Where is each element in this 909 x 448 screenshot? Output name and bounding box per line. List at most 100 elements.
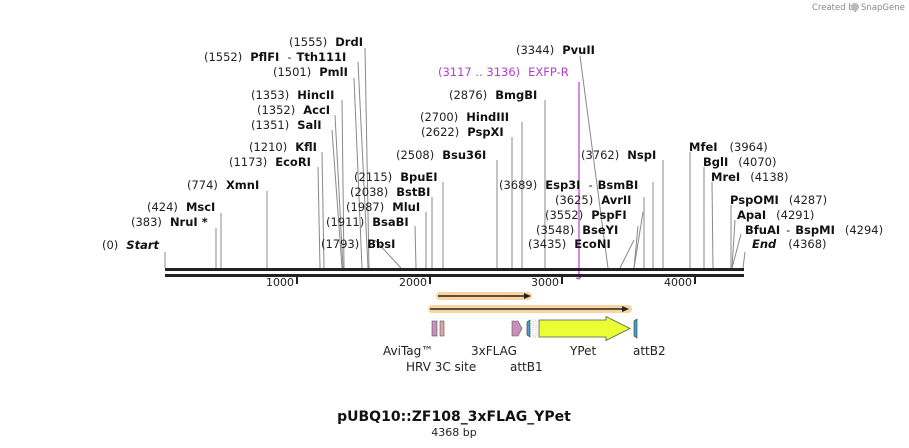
site-line-sali	[331, 129, 343, 269]
site-label-hincii[interactable]: (1353)HincII	[251, 88, 334, 102]
site-name: NruI *	[170, 215, 208, 229]
site-label-esp3i[interactable]: (3689)Esp3I-BsmBI	[499, 178, 638, 192]
site-line-drdi	[364, 47, 370, 269]
feature-attb2[interactable]	[633, 318, 638, 339]
site-position: (3625)	[555, 193, 593, 207]
site-name: XmnI	[226, 178, 259, 192]
site-label-bseyi[interactable]: (3548)BseYI	[536, 223, 618, 237]
site-label-apai[interactable]: ApaI(4291)	[737, 208, 814, 222]
site-line-hincii	[341, 99, 345, 269]
site-label-ecori[interactable]: (1173)EcoRI	[229, 155, 311, 169]
feature-label-ypet: YPet	[569, 344, 597, 358]
site-position: (3689)	[499, 178, 537, 192]
site-label-drdi[interactable]: (1555)DrdI	[289, 35, 363, 49]
site-label-mrei[interactable]: MreI(4138)	[711, 170, 788, 184]
site-separator: -	[588, 178, 592, 192]
site-name: SalI	[297, 118, 321, 132]
site-label-msci[interactable]: (424)MscI	[147, 200, 215, 214]
orf-long[interactable]	[428, 305, 632, 313]
site-position: (3344)	[516, 43, 554, 57]
site-position: (4138)	[750, 170, 788, 184]
site-label-nrui[interactable]: (383) NruI *	[131, 215, 208, 229]
site-name-2: Tth111I	[297, 50, 347, 64]
site-label-hindiii[interactable]: (2700)HindIII	[420, 110, 509, 124]
feature-spacer	[532, 319, 537, 338]
site-label-bmgbi[interactable]: (2876)BmgBI	[449, 88, 537, 102]
site-name: Start	[126, 238, 159, 252]
feature-attb1[interactable]	[526, 319, 531, 338]
site-line-mrei	[711, 181, 714, 269]
feature-avitag[interactable]	[431, 320, 438, 337]
feature-label-avitag: AviTag™	[383, 344, 433, 358]
site-line-pflfi	[357, 61, 369, 269]
site-name: AccI	[303, 103, 330, 117]
site-position: (383)	[131, 215, 162, 229]
site-label-kfli[interactable]: (1210)KflI	[249, 140, 317, 154]
snapgene-brand-text: SnapGene	[861, 3, 905, 13]
site-line-ecori	[317, 166, 321, 269]
site-position: (4287)	[789, 193, 827, 207]
site-line-end	[742, 251, 746, 269]
site-name: BglI	[703, 155, 728, 169]
site-label-pspxi[interactable]: (2622) PspXI	[421, 125, 504, 139]
created-by-text: Created by	[812, 3, 859, 13]
site-name: ApaI	[737, 208, 766, 222]
site-position: (1793)	[321, 237, 359, 251]
site-label-pflfi[interactable]: (1552)PflFI-Tth111I	[204, 50, 346, 64]
site-name: PflFI	[250, 50, 279, 64]
site-name: BpuEI	[400, 170, 437, 184]
site-name: BstBI	[396, 185, 430, 199]
site-position: (1352)	[257, 103, 295, 117]
site-label-acci[interactable]: (1352) AccI	[257, 103, 330, 117]
site-position: (4070)	[738, 155, 776, 169]
site-label-start[interactable]: (0) Start	[102, 238, 160, 252]
site-label-pvuii[interactable]: (3344) PvuII	[516, 43, 595, 57]
site-separator: -	[786, 223, 790, 237]
site-label-bpuei[interactable]: (2115)BpuEI	[354, 170, 438, 184]
feature-ypet[interactable]	[538, 315, 631, 342]
site-label-bstbi[interactable]: (2038)BstBI	[350, 185, 430, 199]
site-name: EcoRI	[275, 155, 311, 169]
site-name: BsaBI	[372, 215, 408, 229]
ruler: 1000 2000 3000 4000	[266, 276, 696, 289]
site-label-bfuai[interactable]: BfuAI-BspMI(4294)	[745, 223, 883, 237]
site-label-end[interactable]: End(4368)	[752, 237, 827, 251]
site-label-mlui[interactable]: (1987)MluI	[346, 200, 420, 214]
primer-label-exfp-r[interactable]: (3117 .. 3136)EXFP-R	[438, 65, 569, 79]
site-name: PspXI	[467, 125, 503, 139]
site-label-bgli[interactable]: BglI (4070)	[703, 155, 776, 169]
site-label-sali[interactable]: (1351)SalI	[251, 118, 322, 132]
site-line-bfuai	[731, 233, 742, 269]
site-position: (774)	[187, 178, 218, 192]
site-label-bsu36i[interactable]: (2508)Bsu36I	[396, 148, 486, 162]
site-position: (3435)	[528, 237, 566, 251]
site-label-pspomi[interactable]: PspOMI(4287)	[730, 193, 827, 207]
site-position: (2622)	[421, 125, 459, 139]
site-name: AvrII	[601, 193, 631, 207]
site-name: BmgBI	[495, 88, 537, 102]
tick-label: 1000	[266, 276, 294, 289]
site-label-xmni[interactable]: (774) XmnI	[187, 178, 259, 192]
site-label-mfei[interactable]: MfeI(3964)	[689, 140, 768, 154]
site-label-pmli[interactable]: (1501)PmlI	[273, 65, 348, 79]
site-label-bbsi[interactable]: (1793)BbsI	[321, 237, 395, 251]
site-line-pspfi	[633, 211, 644, 269]
feature-3xflag[interactable]	[511, 320, 523, 337]
site-label-pspfi[interactable]: (3552)PspFI	[545, 208, 627, 222]
site-name: KflI	[295, 140, 317, 154]
site-label-bsabi[interactable]: (1911)BsaBI	[326, 215, 409, 229]
site-label-avrii[interactable]: (3625) AvrII	[555, 193, 631, 207]
site-name-2: BspMI	[795, 223, 835, 237]
site-name: EcoNI	[574, 237, 610, 251]
feature-hrv-3c-site[interactable]	[439, 320, 445, 337]
site-name: PvuII	[562, 43, 595, 57]
site-name-2: BsmBI	[598, 178, 639, 192]
site-label-nspi[interactable]: (3762)NspI	[581, 148, 656, 162]
orf-short[interactable]	[436, 292, 532, 300]
primer-exfp-r[interactable]	[575, 82, 582, 280]
site-position: (0)	[102, 238, 118, 252]
site-name: PspFI	[591, 208, 626, 222]
site-position: (424)	[147, 200, 178, 214]
site-label-econi[interactable]: (3435) EcoNI	[528, 237, 611, 251]
